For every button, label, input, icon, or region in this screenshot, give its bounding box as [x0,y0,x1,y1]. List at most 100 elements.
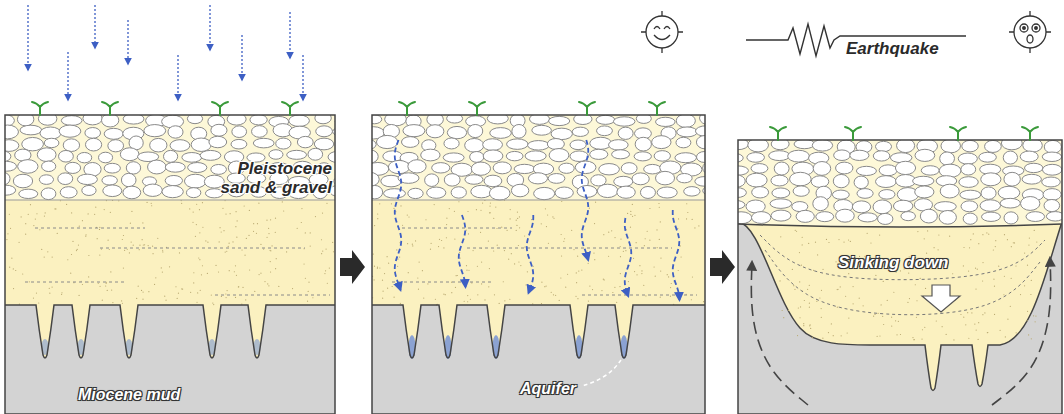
sand-grain [11,258,12,259]
sand-grain [207,273,208,274]
sand-grain [15,270,16,271]
sand-grain [222,208,223,209]
sand-grain [601,290,602,291]
sand-grain [796,231,797,232]
sand-grain [780,236,781,237]
sand-grain [439,239,440,240]
pebble [858,213,877,222]
pebble [850,150,869,160]
sand-grain [803,325,804,326]
pebble [636,115,651,123]
pebble [59,150,74,162]
sand-grain [577,298,578,299]
pebble [205,189,223,198]
sand-grain [78,295,79,296]
sand-grain [927,230,928,231]
sand-grain [879,235,880,236]
sand-grain [546,286,547,287]
sand-grain [645,238,646,239]
sand-grain [883,281,884,282]
sand-grain [129,252,130,253]
sand-grain [603,279,604,280]
pebble [915,186,934,198]
sand-grain [333,251,334,252]
sand-grain [105,285,106,286]
sand-grain [225,297,226,298]
sand-layer [5,200,335,358]
pebble [1003,151,1017,164]
sand-grain [79,226,80,227]
sand-grain [593,252,594,253]
pebble [960,190,981,199]
sand-grain [620,246,621,247]
pebble [182,153,202,163]
sand-grain [620,256,621,257]
sand-grain [423,297,424,298]
sand-grain [223,230,224,231]
gravel-layer [738,140,1062,227]
sand-grain [971,312,972,313]
sand-grain [576,282,577,283]
pebble [774,162,789,175]
sand-grain [654,266,655,267]
sand-grain [164,296,165,297]
sand-grain [803,323,804,324]
gravel-layer [372,115,705,200]
sand-grain [848,239,849,240]
sand-grain [196,302,197,303]
sand-grain [660,221,661,222]
sand-grain [681,256,682,257]
pebble [813,162,831,176]
sand-grain [245,299,246,300]
pebble [232,126,247,138]
sand-grain [612,292,613,293]
sand-grain [305,278,306,279]
bedding-line [467,248,672,249]
pebble [878,213,893,224]
sand-grain [802,237,803,238]
sand-grain [286,251,287,252]
sand-grain [838,239,839,240]
sand-grain [253,223,254,224]
sand-grain [192,222,193,223]
sand-grain [258,203,259,204]
sand-grain [257,223,258,224]
sand-grain [632,204,633,205]
pebble [408,160,426,173]
sand-grain [377,213,378,214]
sand-grain [799,317,800,318]
sand-grain [913,339,914,340]
sand-grain [276,258,277,259]
sand-grain [1031,338,1032,339]
sand-grain [35,218,36,219]
sand-grain [576,272,577,273]
sequence-arrow [710,250,735,284]
pebble [790,172,812,186]
sand-grain [99,254,100,255]
sand-grain [154,284,155,285]
pebble [1026,212,1045,222]
sand-grain [71,254,72,255]
sand-grain [893,292,894,293]
pebble [289,115,310,126]
sand-grain [275,232,276,233]
pebble [315,115,331,124]
sand-grain [412,244,413,245]
sand-grain [995,246,996,247]
sand-grain [978,243,979,244]
sand-grain [310,245,311,246]
sand-grain [891,317,892,318]
pebble [421,149,440,161]
sand-grain [1016,332,1017,333]
pebble [121,173,136,186]
sand-grain [508,259,509,260]
sand-grain [427,283,428,284]
pebble [372,172,379,186]
sand-grain [828,332,829,333]
sand-grain [459,252,460,253]
pebble [376,135,397,148]
pebble [614,176,633,186]
sand-grain [107,290,108,291]
pebble [551,128,572,139]
